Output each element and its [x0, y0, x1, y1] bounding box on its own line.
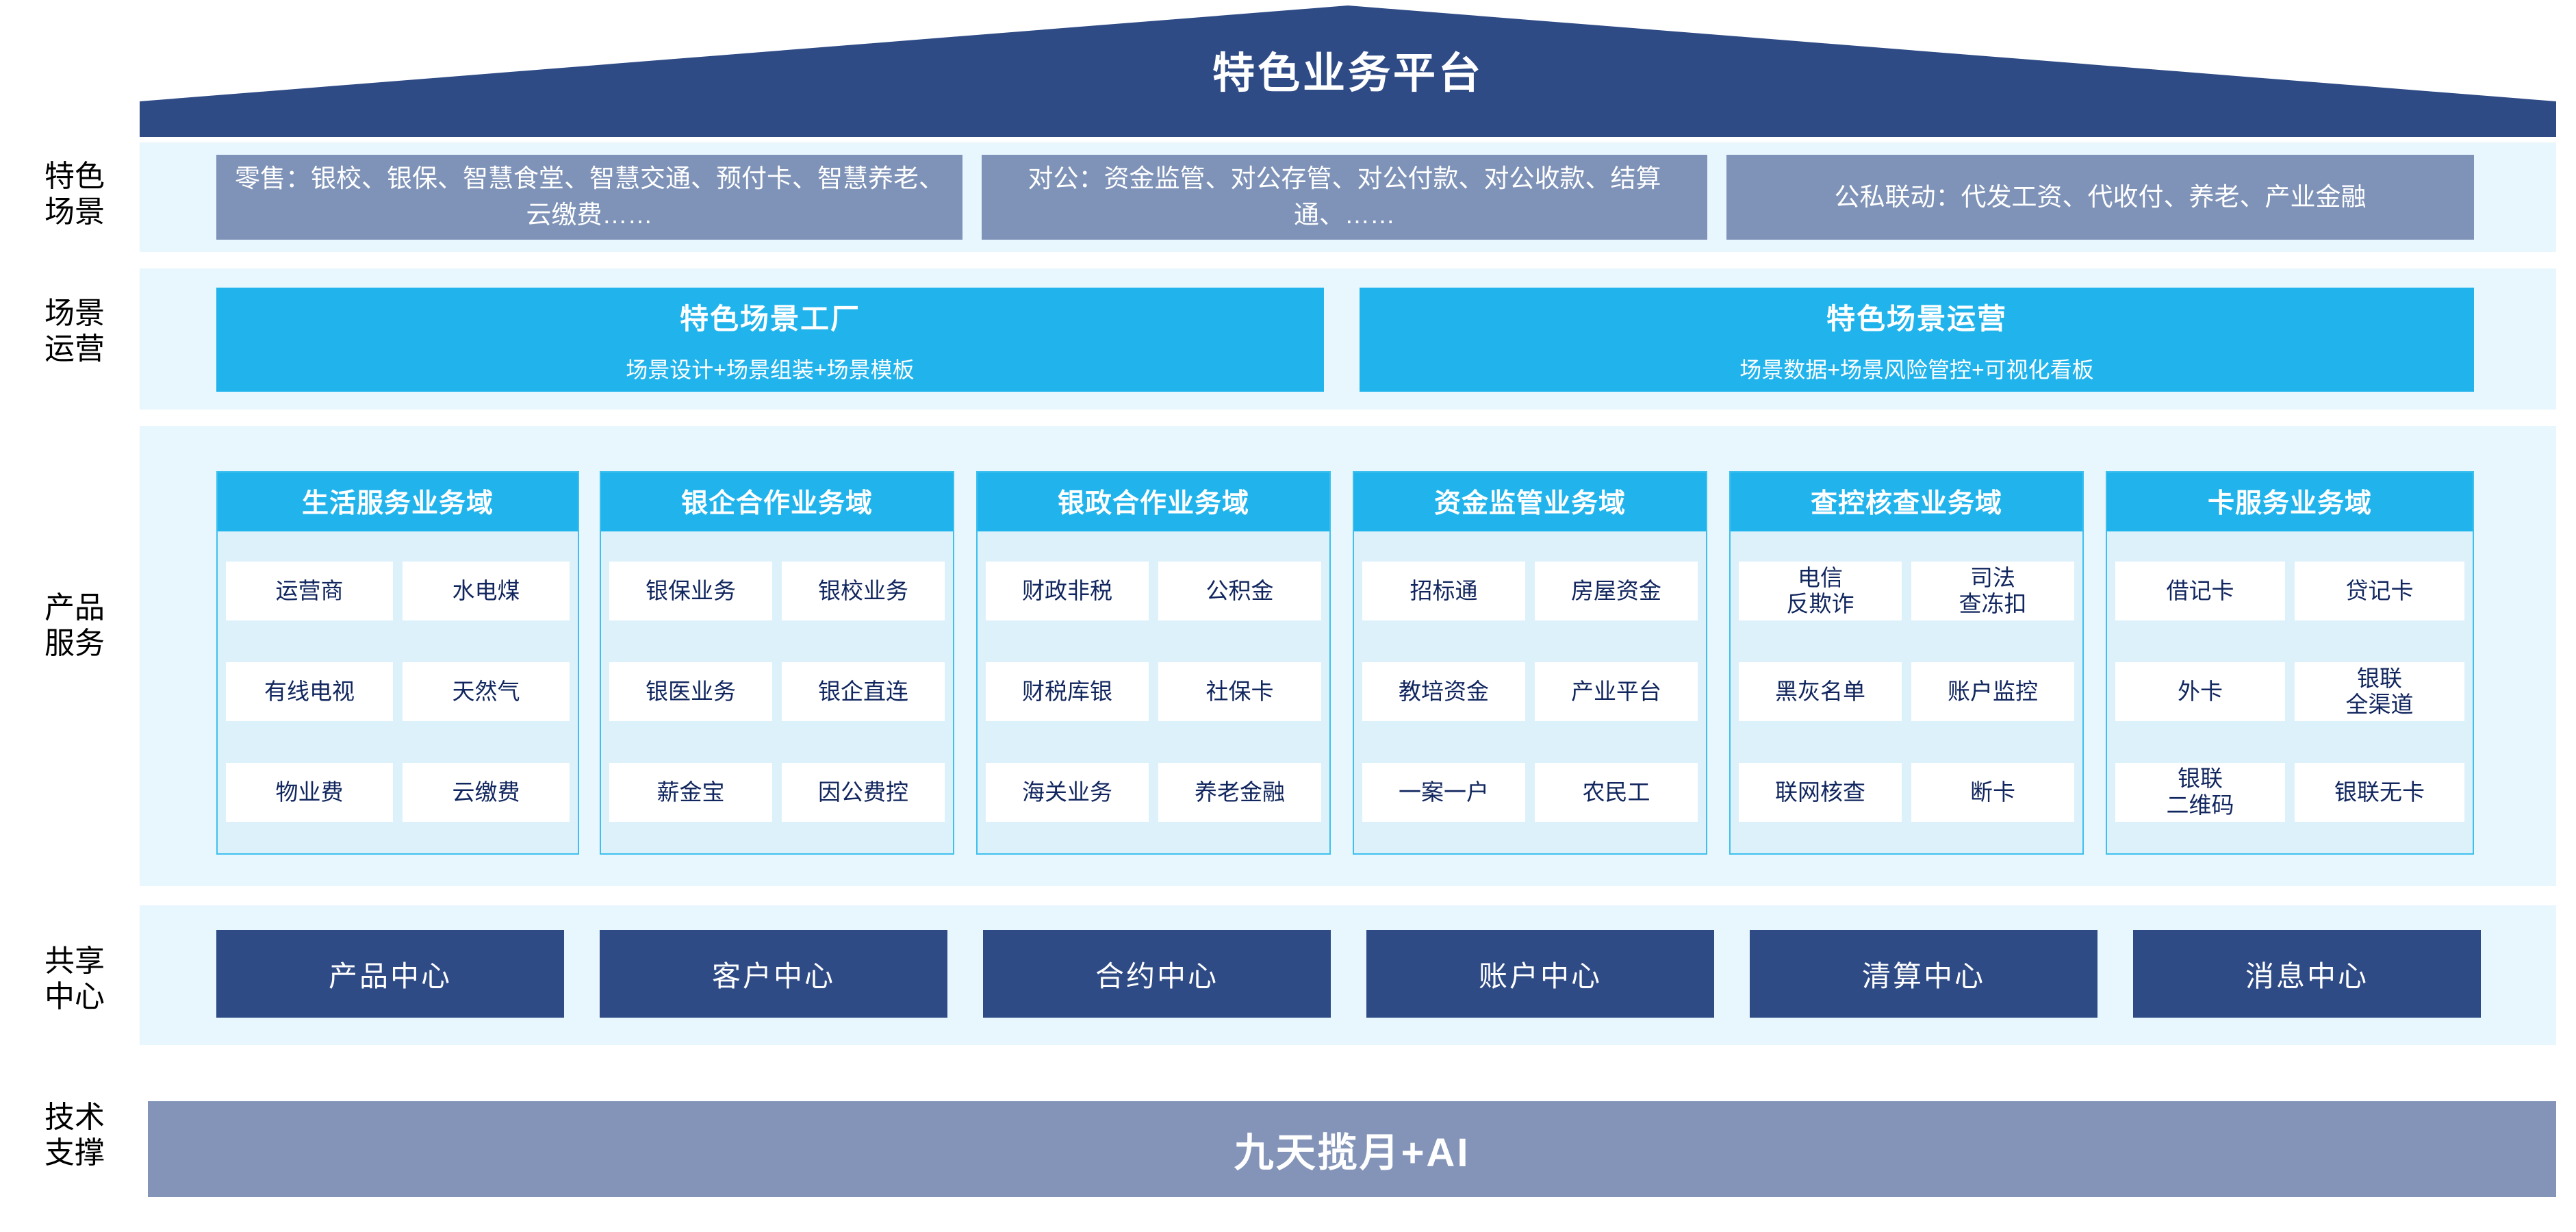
- row-label-tech-support: 技术支撑: [44, 1101, 105, 1170]
- domain-cell[interactable]: 招标通: [1362, 562, 1525, 621]
- domain-cell[interactable]: 产业平台: [1535, 662, 1698, 721]
- domain-row: 电信 反欺诈 司法 查冻扣: [1739, 562, 2074, 621]
- row-label-scenario: 特色场景: [44, 160, 105, 229]
- domain-cell[interactable]: 房屋资金: [1535, 562, 1698, 621]
- domain-row: 薪金宝 因公费控: [609, 762, 945, 822]
- domain-row: 财税库银 社保卡: [986, 662, 1321, 721]
- operation-title: 特色场景运营: [1826, 302, 2007, 335]
- domain-column-bank-government: 银政合作业务域 财政非税 公积金 财税库银 社保卡 海关业务 养老金融: [976, 471, 1331, 855]
- platform-roof: 特色业务平台: [140, 5, 2556, 137]
- roof-shape-icon: [140, 5, 2556, 137]
- domain-cell[interactable]: 财政非税: [986, 562, 1149, 621]
- domain-cells: 银保业务 银校业务 银医业务 银企直连 薪金宝 因公费控: [601, 531, 953, 853]
- domain-title: 银企合作业务域: [601, 473, 953, 531]
- domain-cell[interactable]: 天然气: [403, 662, 570, 721]
- domain-cell[interactable]: 一案一户: [1362, 762, 1525, 822]
- domain-cell[interactable]: 农民工: [1535, 762, 1698, 822]
- operation-subtitle: 场景设计+场景组装+场景模板: [626, 357, 915, 382]
- domain-cell[interactable]: 借记卡: [2115, 562, 2285, 621]
- domain-row: 运营商 水电煤: [226, 562, 570, 621]
- domain-cell[interactable]: 银医业务: [609, 662, 772, 721]
- domain-cell[interactable]: 物业费: [226, 762, 393, 822]
- domain-column-bank-enterprise: 银企合作业务域 银保业务 银校业务 银医业务 银企直连 薪金宝 因公费控: [600, 471, 954, 855]
- domain-cell[interactable]: 银保业务: [609, 562, 772, 621]
- domain-cell[interactable]: 有线电视: [226, 662, 393, 721]
- domain-cell[interactable]: 银联无卡: [2295, 762, 2464, 822]
- domain-cell[interactable]: 运营商: [226, 562, 393, 621]
- domain-cells: 财政非税 公积金 财税库银 社保卡 海关业务 养老金融: [978, 531, 1329, 853]
- domain-cells: 借记卡 贷记卡 外卡 银联 全渠道 银联 二维码 银联无卡: [2107, 531, 2473, 853]
- row-label-product: 产品服务: [44, 591, 105, 660]
- domain-row: 有线电视 天然气: [226, 662, 570, 721]
- domain-cell[interactable]: 云缴费: [403, 762, 570, 822]
- domain-title: 银政合作业务域: [978, 473, 1329, 531]
- page-title: 特色业务平台: [1212, 50, 1483, 97]
- tech-support-bar: 九天揽月+AI: [148, 1101, 2556, 1197]
- domain-cell[interactable]: 账户监控: [1911, 662, 2074, 721]
- scenario-box-public-private: 公私联动：代发工资、代收付、养老、产业金融: [1726, 155, 2474, 240]
- domain-row: 黑灰名单 账户监控: [1739, 662, 2074, 721]
- operation-title: 特色场景工厂: [679, 302, 860, 335]
- domain-cell[interactable]: 联网核查: [1739, 762, 1902, 822]
- row-label-operation: 场景运营: [44, 297, 105, 366]
- domain-cell[interactable]: 银联 全渠道: [2295, 662, 2464, 721]
- domain-cell[interactable]: 银联 二维码: [2115, 762, 2285, 822]
- domain-cells: 运营商 水电煤 有线电视 天然气 物业费 云缴费: [218, 531, 578, 853]
- domain-cell[interactable]: 财税库银: [986, 662, 1149, 721]
- domain-row: 借记卡 贷记卡: [2115, 562, 2464, 621]
- domain-cell[interactable]: 社保卡: [1158, 662, 1321, 721]
- domain-row: 物业费 云缴费: [226, 762, 570, 822]
- scenario-box-retail: 零售：银校、银保、智慧食堂、智慧交通、预付卡、智慧养老、云缴费……: [216, 155, 962, 240]
- domain-row: 海关业务 养老金融: [986, 762, 1321, 822]
- domain-row: 教培资金 产业平台: [1362, 662, 1698, 721]
- domain-cell[interactable]: 银企直连: [782, 662, 945, 721]
- domain-row: 联网核查 断卡: [1739, 762, 2074, 822]
- domain-row: 财政非税 公积金: [986, 562, 1321, 621]
- domain-row: 银联 二维码 银联无卡: [2115, 762, 2464, 822]
- domain-row: 外卡 银联 全渠道: [2115, 662, 2464, 721]
- domain-cell[interactable]: 贷记卡: [2295, 562, 2464, 621]
- shared-center-product[interactable]: 产品中心: [216, 930, 564, 1018]
- domain-column-life-service: 生活服务业务域 运营商 水电煤 有线电视 天然气 物业费 云缴费: [216, 471, 579, 855]
- domain-row: 银保业务 银校业务: [609, 562, 945, 621]
- shared-center-clearing[interactable]: 清算中心: [1750, 930, 2097, 1018]
- domain-title: 生活服务业务域: [218, 473, 578, 531]
- domain-cell[interactable]: 水电煤: [403, 562, 570, 621]
- row-label-shared-center: 共享中心: [44, 944, 105, 1014]
- domain-cell[interactable]: 海关业务: [986, 762, 1149, 822]
- domain-cell[interactable]: 外卡: [2115, 662, 2285, 721]
- operation-box-scene-factory: 特色场景工厂 场景设计+场景组装+场景模板: [216, 288, 1324, 392]
- domain-cells: 电信 反欺诈 司法 查冻扣 黑灰名单 账户监控 联网核查 断卡: [1731, 531, 2082, 853]
- domain-column-investigation: 查控核查业务域 电信 反欺诈 司法 查冻扣 黑灰名单 账户监控 联网核查 断卡: [1729, 471, 2084, 855]
- domain-title: 卡服务业务域: [2107, 473, 2473, 531]
- domain-column-fund-supervision: 资金监管业务域 招标通 房屋资金 教培资金 产业平台 一案一户 农民工: [1353, 471, 1707, 855]
- domain-cell[interactable]: 断卡: [1911, 762, 2074, 822]
- domain-cell[interactable]: 公积金: [1158, 562, 1321, 621]
- domain-row: 招标通 房屋资金: [1362, 562, 1698, 621]
- scenario-box-corporate: 对公：资金监管、对公存管、对公付款、对公收款、结算通、……: [982, 155, 1707, 240]
- domain-row: 银医业务 银企直连: [609, 662, 945, 721]
- domain-cell[interactable]: 薪金宝: [609, 762, 772, 822]
- domain-cell[interactable]: 教培资金: [1362, 662, 1525, 721]
- operation-box-scene-operation: 特色场景运营 场景数据+场景风险管控+可视化看板: [1360, 288, 2474, 392]
- domain-cell[interactable]: 因公费控: [782, 762, 945, 822]
- domain-title: 资金监管业务域: [1354, 473, 1706, 531]
- domain-cell[interactable]: 司法 查冻扣: [1911, 562, 2074, 621]
- domain-cells: 招标通 房屋资金 教培资金 产业平台 一案一户 农民工: [1354, 531, 1706, 853]
- domain-cell[interactable]: 银校业务: [782, 562, 945, 621]
- domain-title: 查控核查业务域: [1731, 473, 2082, 531]
- domain-cell[interactable]: 黑灰名单: [1739, 662, 1902, 721]
- domain-cell[interactable]: 养老金融: [1158, 762, 1321, 822]
- shared-center-contract[interactable]: 合约中心: [983, 930, 1331, 1018]
- domain-row: 一案一户 农民工: [1362, 762, 1698, 822]
- domain-column-card-service: 卡服务业务域 借记卡 贷记卡 外卡 银联 全渠道 银联 二维码 银联无卡: [2106, 471, 2474, 855]
- operation-subtitle: 场景数据+场景风险管控+可视化看板: [1739, 357, 2094, 382]
- domain-cell[interactable]: 电信 反欺诈: [1739, 562, 1902, 621]
- shared-center-customer[interactable]: 客户中心: [600, 930, 947, 1018]
- shared-center-message[interactable]: 消息中心: [2133, 930, 2481, 1018]
- shared-center-account[interactable]: 账户中心: [1366, 930, 1714, 1018]
